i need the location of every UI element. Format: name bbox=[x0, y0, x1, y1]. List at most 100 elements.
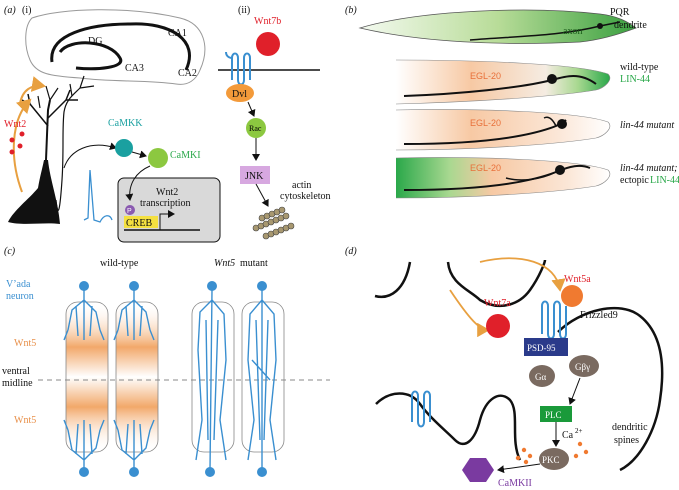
camkii-label: CaMKII bbox=[498, 478, 532, 489]
wnt2-dot bbox=[9, 149, 15, 155]
wildtype-axon bbox=[403, 75, 597, 97]
psd95-box bbox=[524, 338, 568, 356]
dvl-node bbox=[226, 84, 254, 102]
panel-b: (b) axon PQR dendrite EGL-20 wild-type L… bbox=[345, 5, 679, 199]
lin44-mutant-label-2: lin-44 mutant; bbox=[620, 163, 678, 174]
pkc-to-camkii-arrow bbox=[497, 463, 541, 474]
wnt5-bottom-label: Wnt5 bbox=[14, 415, 36, 426]
wt-neurons bbox=[63, 290, 155, 470]
wnt5a-label: Wnt5a bbox=[564, 274, 591, 285]
wnt7a-ligand bbox=[486, 314, 510, 338]
worm-top-axon bbox=[469, 21, 621, 41]
wnt5a-ligand bbox=[561, 285, 583, 307]
calcium-dots bbox=[515, 441, 589, 465]
rac-label: Rac bbox=[249, 124, 262, 133]
mut-column-1 bbox=[191, 301, 235, 453]
lin44-dendrite bbox=[543, 116, 557, 127]
camki-node bbox=[148, 148, 168, 168]
panel-c: (c) wild-type Wnt5 mutant V’ada neuron W… bbox=[2, 246, 330, 477]
wnt7b-ligand bbox=[256, 32, 280, 56]
ectopic-label: ectopic bbox=[620, 175, 649, 186]
wt-somas bbox=[79, 281, 139, 477]
frizzled9-receptor bbox=[541, 300, 567, 340]
panel-d-label: (d) bbox=[345, 246, 357, 257]
ectopic-dendrite bbox=[505, 171, 557, 181]
lin44-mutant-label: lin-44 mutant bbox=[620, 120, 674, 131]
wildtype-heading: wild-type bbox=[100, 258, 139, 269]
ventral-label-1: ventral bbox=[2, 366, 30, 377]
wnt7a-label: Wnt7a bbox=[484, 298, 511, 309]
camkii-hexagon bbox=[462, 458, 494, 482]
actin-filaments bbox=[252, 206, 295, 240]
lin44-soma bbox=[557, 119, 567, 129]
creb-label: CREB bbox=[126, 218, 152, 229]
phospho-label: P bbox=[127, 208, 132, 215]
panel-c-label: (c) bbox=[4, 246, 16, 257]
ca-label: Ca bbox=[562, 430, 574, 441]
wnt2-arrow-top bbox=[19, 76, 46, 105]
camki-to-creb-arrow bbox=[125, 165, 151, 201]
plc-box bbox=[540, 406, 572, 422]
wnt7a-arrow bbox=[449, 289, 490, 338]
pqr-soma bbox=[597, 23, 603, 29]
panel-a: (a) (i) DG CA1 CA3 CA2 Wnt2 CaMKK bbox=[4, 5, 331, 243]
wt-column-2 bbox=[115, 301, 159, 453]
panel-a-sub-i: (i) bbox=[22, 5, 31, 16]
panel-a-sub-ii: (ii) bbox=[238, 5, 250, 16]
mut-column-2 bbox=[241, 301, 285, 453]
psd95-label: PSD-95 bbox=[527, 343, 556, 353]
neuron-to-camkk-arrow bbox=[63, 142, 117, 169]
camki-label: CaMKI bbox=[170, 150, 201, 161]
gby-node bbox=[569, 355, 599, 377]
ca-curve bbox=[50, 22, 191, 71]
rac-node bbox=[246, 118, 266, 138]
ca1-label: CA1 bbox=[168, 28, 187, 39]
wnt5-mutant-rest: mutant bbox=[240, 258, 268, 269]
wnt7b-label: Wnt7b bbox=[254, 16, 281, 27]
pkc-label: PKC bbox=[542, 455, 560, 465]
wnt2-transcription-1: Wnt2 bbox=[156, 187, 178, 198]
lin44-label: LIN-44 bbox=[620, 74, 650, 85]
gby-label: Gβγ bbox=[575, 362, 590, 372]
wnt2-dot bbox=[9, 137, 15, 143]
presynaptic-membrane bbox=[374, 259, 547, 308]
camkk-label: CaMKK bbox=[108, 118, 143, 129]
lin44-label-2: LIN-44 bbox=[650, 175, 679, 186]
dvl-to-rac-arrow bbox=[247, 101, 256, 117]
actin-label-2: cytoskeleton bbox=[280, 191, 331, 202]
plc-label: PLC bbox=[545, 410, 562, 420]
dvl-label: Dvl bbox=[232, 89, 247, 100]
ectopic-soma bbox=[555, 165, 565, 175]
wnt2-dot bbox=[17, 143, 23, 149]
vada-label-1: V’ada bbox=[6, 279, 31, 290]
wildtype-soma bbox=[547, 74, 557, 84]
wt-column-1 bbox=[65, 301, 109, 453]
ga-label: Gα bbox=[535, 372, 546, 382]
dendritic-label-2: spines bbox=[614, 435, 639, 446]
wnt5-mutant-italic: Wnt5 bbox=[214, 258, 235, 269]
jnk-label: JNK bbox=[245, 171, 264, 182]
dg-curve bbox=[58, 41, 123, 71]
actin-label-1: actin bbox=[292, 180, 311, 191]
panel-b-label: (b) bbox=[345, 5, 357, 16]
wnt2-dot bbox=[19, 131, 25, 137]
camkk-node bbox=[115, 139, 133, 157]
frizzled-receptor bbox=[225, 51, 251, 86]
wnt2-label: Wnt2 bbox=[4, 119, 26, 130]
ca3-label: CA3 bbox=[125, 63, 144, 74]
jnk-box bbox=[240, 166, 270, 184]
phospho-circle bbox=[125, 205, 135, 215]
wnt5-top-label: Wnt5 bbox=[14, 338, 36, 349]
worm-tail-ectopic bbox=[395, 157, 611, 199]
creb-box bbox=[124, 216, 158, 228]
dendrite-label: dendrite bbox=[614, 20, 647, 31]
jnk-to-actin-arrow bbox=[255, 183, 269, 207]
egl20-label-3: EGL-20 bbox=[470, 163, 501, 173]
hippocampus-outline bbox=[25, 9, 206, 85]
wnt2-transcription-2: transcription bbox=[140, 198, 191, 209]
pqr-label: PQR bbox=[610, 7, 630, 18]
panel-d: (d) Wnt7a Wnt5a Frizzled9 PSD-95 Gβγ Gα … bbox=[345, 246, 664, 489]
axon-label: axon bbox=[563, 26, 582, 37]
egl20-label-2: EGL-20 bbox=[470, 118, 501, 128]
